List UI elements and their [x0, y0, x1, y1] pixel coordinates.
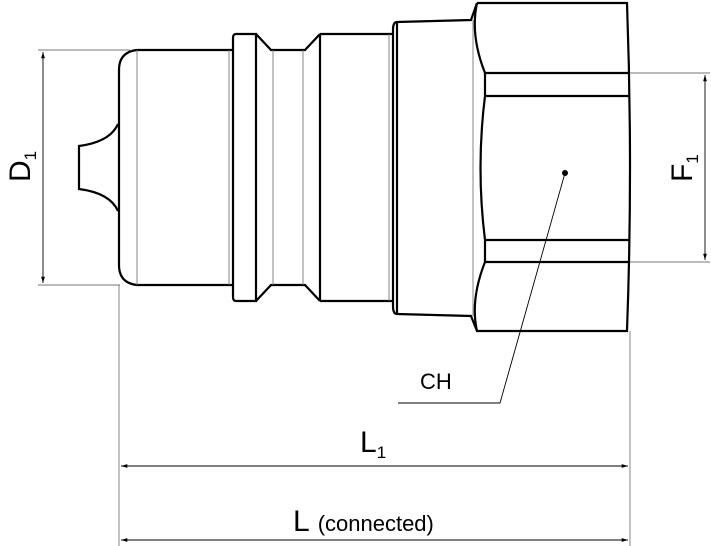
sleeve	[318, 32, 393, 303]
d1-label: D1	[4, 151, 40, 182]
hex-nut	[473, 1, 632, 333]
f1-label: F1	[666, 154, 702, 182]
ch-leader-line	[398, 172, 566, 404]
locking-ring	[231, 32, 258, 303]
ch-label: CH	[420, 369, 452, 394]
valve-pin	[77, 123, 120, 212]
coupling-body	[77, 1, 632, 333]
flange	[391, 2, 479, 332]
l-label: L(connected)	[293, 505, 434, 538]
groove	[255, 33, 321, 302]
d1-dimension: D1	[4, 49, 130, 286]
f1-dimension: F1	[630, 72, 710, 263]
nose	[117, 48, 232, 287]
l1-dimension: L1	[121, 426, 628, 468]
l1-label: L1	[360, 426, 386, 462]
l-dimension: L(connected)	[121, 505, 628, 542]
